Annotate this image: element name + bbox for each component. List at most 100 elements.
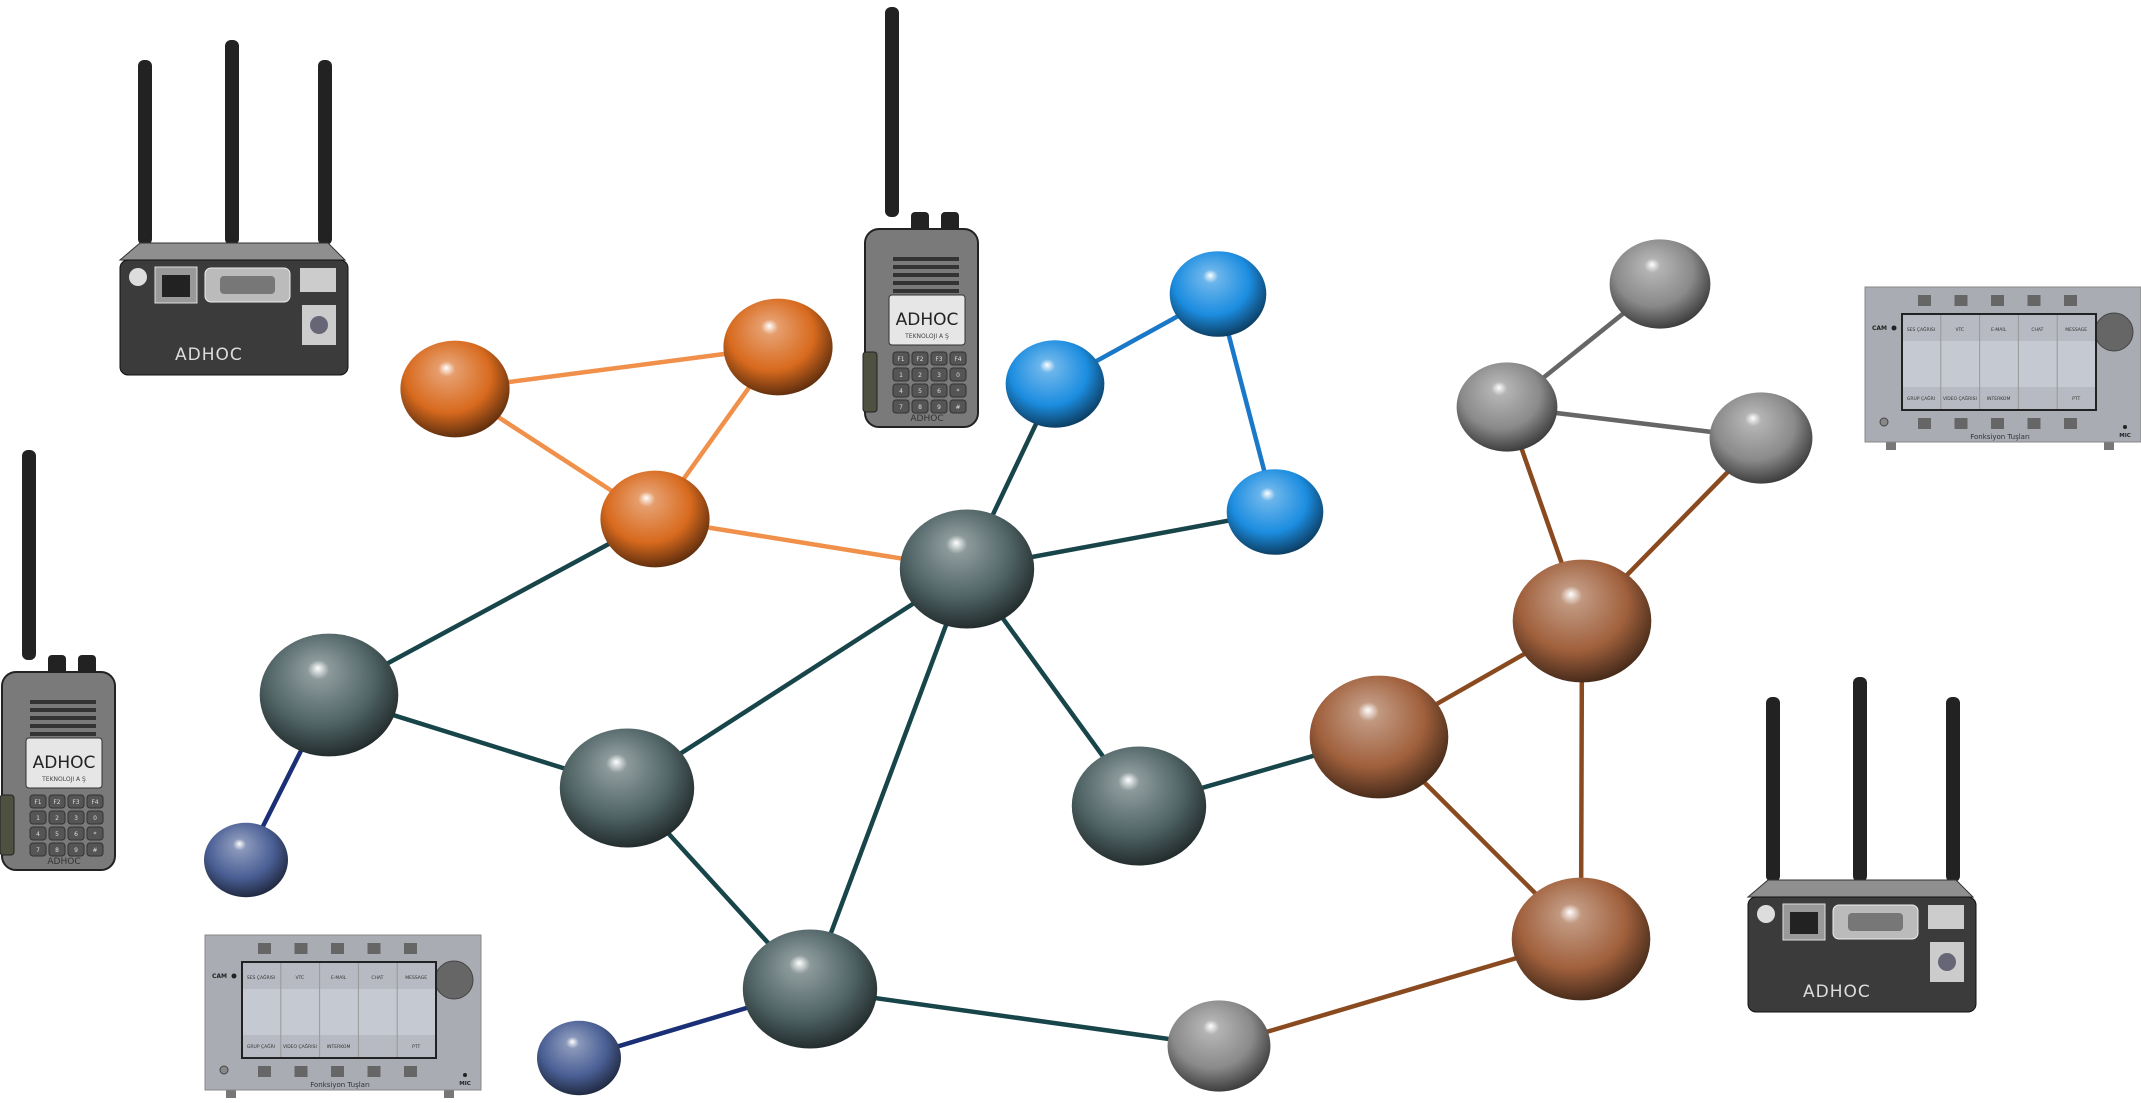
key-button	[911, 383, 929, 398]
screen-header-row	[1903, 315, 2095, 341]
brand-logo: ADHOC	[910, 414, 943, 424]
function-button	[2027, 295, 2041, 306]
node-blue-b1	[1169, 251, 1267, 337]
node-gray-g1	[1609, 239, 1711, 329]
speaker-grille	[30, 708, 96, 712]
node-orange-o1	[400, 340, 510, 438]
key-label: 3	[937, 372, 941, 379]
key-button	[29, 794, 47, 809]
antenna	[885, 7, 899, 217]
screen-label: SES ÇAĞRISI	[247, 974, 275, 981]
knob	[2094, 312, 2134, 352]
function-button	[258, 1066, 271, 1077]
key-label: 1	[899, 372, 903, 379]
radio-display	[888, 294, 966, 346]
ethernet-socket	[162, 275, 190, 297]
screen-label: PTT	[412, 1044, 420, 1050]
serial-socket	[1848, 913, 1903, 931]
speaker-grille	[893, 265, 959, 269]
antenna	[225, 40, 239, 245]
brand-logo: ADHOC	[175, 345, 243, 365]
node-gray-g2	[1456, 362, 1558, 452]
key-label: 8	[918, 404, 922, 411]
headphone-jack	[1879, 417, 1889, 427]
usb-port	[1928, 905, 1964, 929]
key-button	[930, 383, 948, 398]
panel-foot	[226, 1088, 236, 1098]
function-button	[331, 1066, 344, 1077]
screen-label: PTT	[2072, 396, 2080, 402]
key-button	[67, 842, 85, 857]
key-button	[911, 367, 929, 382]
function-button	[2064, 418, 2077, 429]
function-button	[294, 1066, 308, 1077]
key-label: #	[955, 404, 960, 411]
key-button	[29, 810, 47, 825]
router-device: ADHOC	[118, 40, 349, 376]
key-button	[911, 351, 929, 366]
key-label: 9	[74, 847, 78, 854]
function-button	[258, 943, 271, 954]
key-button	[930, 351, 948, 366]
key-button	[949, 367, 967, 382]
antenna	[1853, 677, 1867, 882]
key-label: F1	[897, 356, 904, 363]
link-t3-t1	[625, 567, 969, 790]
router-device: ADHOC	[1746, 677, 1977, 1013]
key-label: 5	[55, 831, 59, 838]
screen-label: SES ÇAĞRISI	[1907, 326, 1935, 333]
screen-label: MESSAGE	[405, 975, 427, 981]
screen-label: E-MAİL	[331, 974, 347, 981]
network-nodes	[204, 239, 1813, 1096]
speaker-grille	[893, 273, 959, 277]
function-button	[404, 1066, 417, 1077]
key-label: 0	[93, 815, 97, 822]
headphone-jack	[219, 1065, 229, 1075]
node-copper-c2	[1309, 675, 1449, 799]
key-button	[29, 826, 47, 841]
function-button	[1954, 295, 1968, 306]
screen-label: VTC	[1955, 327, 1964, 333]
screen-label: VIDEO ÇAĞRISI	[1943, 395, 1977, 402]
speaker-grille	[893, 289, 959, 293]
key-label: 7	[36, 847, 40, 854]
function-button	[294, 943, 308, 954]
key-button	[48, 794, 66, 809]
key-label: F4	[954, 356, 961, 363]
node-teal-t1	[899, 509, 1035, 629]
power-led	[129, 268, 147, 286]
display-logo: ADHOC	[896, 310, 959, 330]
cam-label: CAM	[212, 973, 227, 980]
key-button	[29, 842, 47, 857]
screen-label: VIDEO ÇAĞRISI	[283, 1043, 317, 1050]
brand-logo: ADHOC	[47, 857, 80, 867]
key-button	[930, 399, 948, 414]
key-label: F2	[916, 356, 923, 363]
function-button	[1954, 418, 1968, 429]
mic-dot	[2123, 425, 2127, 429]
key-label: 7	[899, 404, 903, 411]
screen-footer-row	[1903, 387, 2095, 409]
node-navy-n1	[204, 822, 288, 898]
key-label: F3	[935, 356, 942, 363]
display-logo: ADHOC	[33, 753, 96, 773]
function-button	[367, 1066, 381, 1077]
node-navy-n2	[537, 1020, 621, 1096]
key-button	[949, 399, 967, 414]
router-top	[1746, 879, 1975, 898]
display-subtitle: TEKNOLOJI A Ş	[904, 333, 949, 340]
key-label: 3	[74, 815, 78, 822]
power-led	[1757, 905, 1775, 923]
antenna	[318, 60, 332, 245]
ptt-button	[0, 794, 15, 856]
screen-label: E-MAİL	[1991, 326, 2007, 333]
screen-label: CHAT	[371, 975, 383, 981]
screen-footer-row	[243, 1035, 435, 1057]
node-teal-t5	[742, 929, 878, 1049]
cam-label: CAM	[1872, 325, 1887, 332]
function-button	[367, 943, 381, 954]
speaker-grille	[893, 281, 959, 285]
